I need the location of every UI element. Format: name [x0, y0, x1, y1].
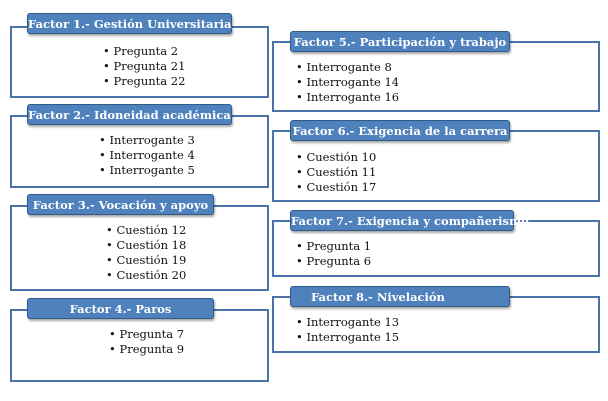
- list-item: Interrogante 4: [99, 148, 194, 163]
- factor-7-items: Pregunta 1 Pregunta 6: [296, 239, 371, 269]
- list-item: Pregunta 1: [296, 239, 371, 254]
- factor-4-items: Pregunta 7 Pregunta 9: [109, 327, 184, 357]
- list-item: Interrogante 16: [296, 90, 399, 105]
- list-item: Cuestión 19: [106, 253, 186, 268]
- list-item: Interrogante 13: [296, 315, 399, 330]
- list-item: Interrogante 5: [99, 163, 194, 178]
- list-item: Interrogante 14: [296, 75, 399, 90]
- list-item: Pregunta 22: [103, 74, 185, 89]
- list-item: Cuestión 10: [296, 150, 376, 165]
- factor-3-title: Factor 3.- Vocación y apoyo: [27, 194, 214, 215]
- list-item: Cuestión 17: [296, 180, 376, 195]
- factor-8-title: Factor 8.- Nivelación: [290, 286, 510, 307]
- factor-3-items: Cuestión 12 Cuestión 18 Cuestión 19 Cues…: [106, 223, 186, 283]
- list-item: Interrogante 8: [296, 60, 399, 75]
- factor-7-title: Factor 7.- Exigencia y compañerismo: [290, 210, 529, 231]
- list-item: Pregunta 6: [296, 254, 371, 269]
- factor-8-items: Interrogante 13 Interrogante 15: [296, 315, 399, 345]
- list-item: Pregunta 2: [103, 44, 185, 59]
- list-item: Cuestión 11: [296, 165, 376, 180]
- factor-4-title: Factor 4.- Paros: [27, 298, 214, 319]
- factor-2-items: Interrogante 3 Interrogante 4 Interrogan…: [99, 133, 194, 178]
- list-item: Interrogante 3: [99, 133, 194, 148]
- list-item: Cuestión 12: [106, 223, 186, 238]
- list-item: Cuestión 20: [106, 268, 186, 283]
- list-item: Pregunta 21: [103, 59, 185, 74]
- factor-6-items: Cuestión 10 Cuestión 11 Cuestión 17: [296, 150, 376, 195]
- factor-2-title: Factor 2.- Idoneidad académica: [27, 104, 232, 125]
- factor-1-title: Factor 1.- Gestión Universitaria: [27, 13, 232, 34]
- factor-1-items: Pregunta 2 Pregunta 21 Pregunta 22: [103, 44, 185, 89]
- list-item: Pregunta 9: [109, 342, 184, 357]
- factor-6-title: Factor 6.- Exigencia de la carrera: [290, 120, 510, 141]
- list-item: Cuestión 18: [106, 238, 186, 253]
- factor-5-title: Factor 5.- Participación y trabajo: [290, 31, 510, 52]
- list-item: Pregunta 7: [109, 327, 184, 342]
- list-item: Interrogante 15: [296, 330, 399, 345]
- factor-5-items: Interrogante 8 Interrogante 14 Interroga…: [296, 60, 399, 105]
